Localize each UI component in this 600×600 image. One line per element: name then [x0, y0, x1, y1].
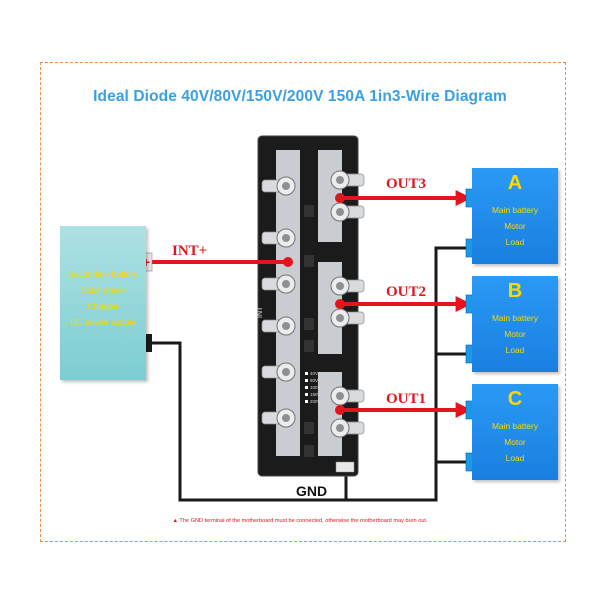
negative-wires — [146, 246, 472, 502]
dashed-frame — [40, 62, 566, 542]
load-line: Motor — [504, 221, 526, 231]
gnd-connector — [335, 461, 355, 473]
source-line: Charger — [87, 301, 119, 311]
input-lug — [261, 316, 296, 336]
int-label: INT+ — [172, 243, 208, 259]
output-lug — [330, 308, 365, 328]
voltage-100v: 100V — [310, 385, 321, 390]
input-terminals — [261, 176, 296, 428]
output-lug — [330, 202, 365, 222]
output-lug — [330, 418, 365, 438]
svg-text:+: + — [142, 254, 150, 270]
source-box: Secondary battery Solar panel Charger DC… — [60, 226, 146, 380]
voltage-40v: 40V — [310, 371, 318, 376]
load-line: Main battery — [491, 205, 539, 215]
load-line: Load — [505, 345, 525, 355]
out3-label: OUT3 — [386, 176, 427, 192]
output-lug — [330, 276, 365, 296]
load-line: Motor — [504, 329, 526, 339]
out2-dot — [335, 299, 345, 309]
load-box-a: A Main battery Motor Load — [472, 168, 558, 264]
voltage-200v: 200V — [310, 399, 321, 404]
output-lug — [330, 386, 365, 406]
connection-dots — [283, 193, 345, 415]
voltage-selector: 40V 80V 100V 150V 200V — [305, 371, 321, 404]
source-line: Solar panel — [81, 285, 125, 295]
input-lug — [261, 408, 296, 428]
out3-dot — [335, 193, 345, 203]
load-line: Main battery — [491, 313, 539, 323]
positive-wires — [146, 190, 472, 418]
source-line: Secondary battery — [68, 269, 138, 279]
source-text: Secondary battery Solar panel Charger DC… — [60, 266, 146, 330]
gnd-label: GND — [296, 483, 328, 499]
load-box-b: B Main battery Motor Load — [472, 276, 558, 372]
int-silkscreen: INT — [257, 306, 264, 318]
load-a-ground-wire — [434, 246, 472, 354]
load-c-ground-wire — [346, 460, 472, 502]
input-lug — [261, 228, 296, 248]
load-line: Load — [505, 237, 525, 247]
out2-label: OUT2 — [386, 284, 427, 300]
out1-label: OUT1 — [386, 391, 427, 407]
input-busbar — [276, 150, 300, 456]
source-line: DC power supply — [70, 317, 136, 327]
load-line: Main battery — [491, 421, 539, 431]
input-lug — [261, 362, 296, 382]
voltage-80v: 80V — [310, 378, 318, 383]
diagram-title: Ideal Diode 40V/80V/150V/200V 150A 1in3-… — [93, 88, 507, 105]
load-letter: B — [507, 280, 523, 302]
input-lug — [261, 176, 296, 196]
voltage-150v: 150V — [310, 392, 321, 397]
out1-dot — [335, 405, 345, 415]
source-ground-wire — [146, 341, 348, 502]
load-line: Load — [505, 453, 525, 463]
output-terminals — [330, 170, 365, 438]
load-line: Motor — [504, 437, 526, 447]
warning-note: ▲ The GND terminal of the motherboard mu… — [172, 518, 428, 524]
load-letter: C — [507, 388, 523, 410]
load-letter: A — [507, 172, 523, 194]
output-lug — [330, 170, 365, 190]
input-lug — [261, 274, 296, 294]
load-box-c: C Main battery Motor Load — [472, 384, 558, 480]
int-dot — [283, 257, 293, 267]
